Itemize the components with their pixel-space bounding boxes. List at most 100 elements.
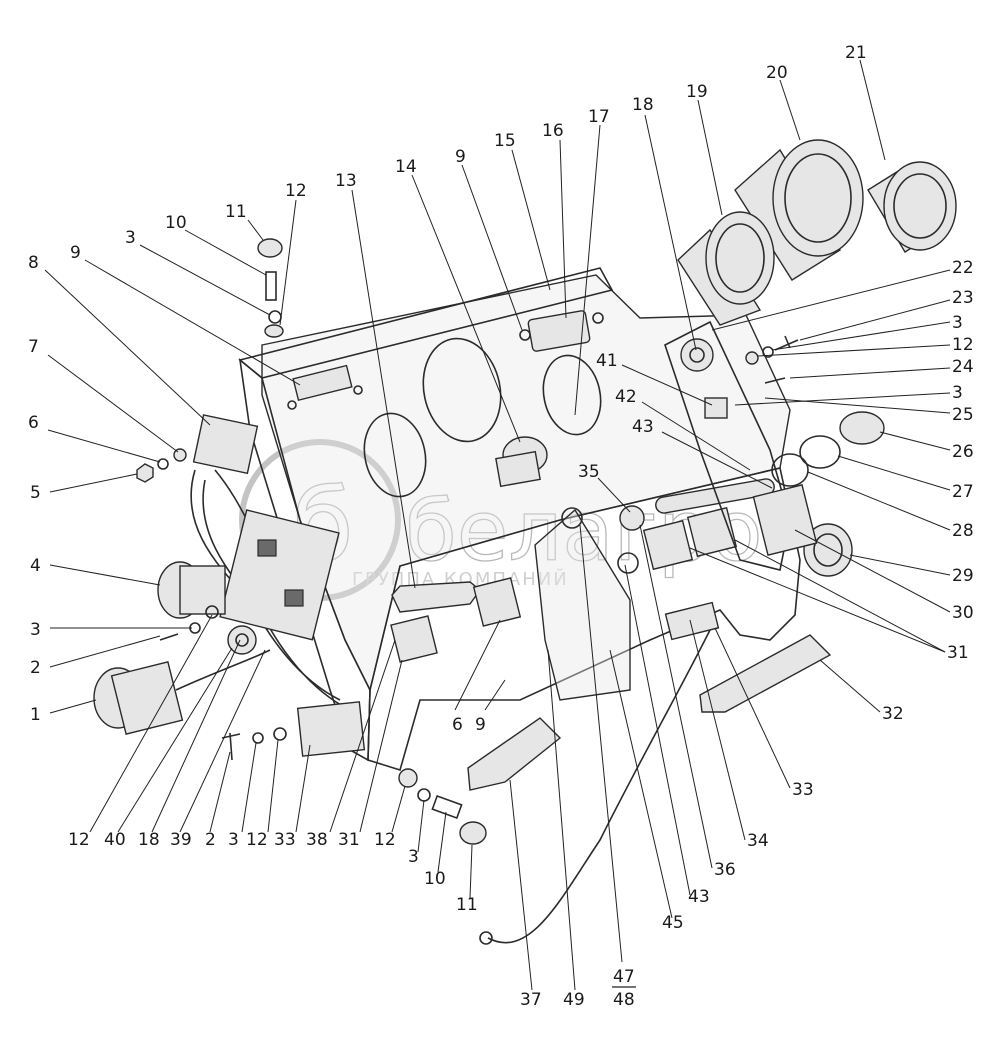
callout-4: 4	[30, 556, 41, 576]
callout-38: 38	[306, 830, 328, 850]
plate-socket-inner	[689, 347, 705, 363]
leader-8	[44, 269, 211, 426]
screw-2-upper	[159, 633, 179, 641]
leader-47-48	[579, 524, 623, 963]
callout-26: 26	[952, 442, 974, 462]
switch-knob-2	[284, 589, 304, 607]
leader-2	[49, 635, 161, 668]
lamp-small	[617, 552, 639, 574]
leader-26	[879, 431, 951, 451]
callout-31-right: 31	[947, 643, 969, 663]
callout-13: 13	[335, 171, 357, 191]
wire-37-lug	[479, 931, 493, 945]
bolt-10-top	[265, 271, 277, 301]
callout-33-bottom: 33	[274, 830, 296, 850]
callout-3-bottom-2: 3	[228, 830, 239, 850]
leader-1	[49, 699, 97, 714]
callout-21: 21	[845, 43, 867, 63]
leader-3-bottom	[417, 799, 425, 853]
leader-14	[411, 174, 521, 443]
lever-13	[391, 581, 481, 613]
callout-3-bottom: 3	[408, 847, 419, 867]
callout-31-bottom: 31	[338, 830, 360, 850]
callout-1: 1	[30, 705, 41, 725]
leader-34	[689, 619, 746, 841]
leader-38	[329, 639, 396, 833]
leader-11-top	[247, 219, 264, 241]
bracket-30	[752, 483, 818, 557]
callout-2: 2	[30, 658, 41, 678]
leader-12-top	[279, 199, 297, 326]
connector-4-body	[179, 565, 226, 615]
washer-3-left	[252, 732, 264, 744]
callout-29: 29	[952, 566, 974, 586]
leader-11-bottom	[469, 844, 473, 899]
callout-49: 49	[563, 990, 585, 1010]
bolt-10-bottom	[431, 794, 463, 820]
switch-block	[219, 509, 340, 641]
ring-28	[771, 453, 809, 487]
leader-10-top	[184, 229, 267, 276]
panel-hole-3	[287, 400, 297, 410]
right-gauges	[664, 139, 957, 577]
leader-16	[559, 139, 567, 319]
cutout-center	[422, 337, 502, 443]
leader-21	[859, 59, 886, 161]
callout-37: 37	[520, 990, 542, 1010]
callout-14: 14	[395, 157, 417, 177]
callout-42: 42	[615, 387, 637, 407]
callout-20: 20	[766, 63, 788, 83]
leader-18-top	[644, 114, 697, 351]
leader-9-center	[484, 679, 506, 711]
callout-32: 32	[882, 704, 904, 724]
leader-23	[799, 299, 951, 341]
gauge-19-inner	[715, 223, 765, 293]
callout-16: 16	[542, 121, 564, 141]
bracket-46	[534, 508, 631, 701]
leader-6-left	[47, 429, 161, 463]
leader-32	[819, 659, 881, 713]
lamp-35	[619, 505, 645, 531]
callout-25: 25	[952, 405, 974, 425]
callout-19: 19	[686, 82, 708, 102]
leader-12-right	[757, 344, 951, 357]
washer-3-top	[268, 310, 282, 324]
switch-38	[390, 615, 438, 663]
callout-45: 43	[688, 887, 710, 907]
leader-lines	[44, 59, 951, 991]
leader-40	[117, 647, 233, 833]
cap-29-inner	[813, 533, 843, 567]
leader-36	[639, 524, 713, 869]
leader-3-right-2	[734, 392, 951, 406]
leader-30	[794, 529, 951, 613]
callout-3-right-2: 3	[952, 383, 963, 403]
leader-6-center	[454, 619, 501, 711]
callout-12-right: 12	[952, 335, 974, 355]
leader-4	[49, 564, 161, 586]
cap-11-top	[257, 238, 283, 258]
panel-hole-1	[519, 329, 531, 341]
screw-24	[764, 377, 786, 384]
leader-39	[179, 649, 266, 833]
panel-hole-2	[592, 312, 604, 324]
callout-15: 15	[494, 131, 516, 151]
leader-18-bottom	[151, 639, 241, 833]
leader-22	[711, 269, 951, 331]
screw-2	[221, 732, 241, 761]
callout-33-right: 33	[792, 780, 814, 800]
callout-18-bottom: 18	[138, 830, 160, 850]
top-fasteners	[257, 238, 284, 338]
callout-11-top: 11	[225, 202, 247, 222]
washer-12-left	[273, 727, 287, 741]
leader-41	[621, 364, 713, 406]
left-side-assembly	[93, 414, 366, 761]
cutout-left	[363, 412, 427, 498]
callout-11-bottom: 11	[456, 895, 478, 915]
callout-35: 35	[578, 462, 600, 482]
washer-3-right	[762, 346, 774, 358]
callout-10-top: 10	[165, 213, 187, 233]
callout-7: 7	[28, 337, 39, 357]
gauge-20-face	[772, 139, 864, 257]
leader-28	[807, 471, 951, 531]
